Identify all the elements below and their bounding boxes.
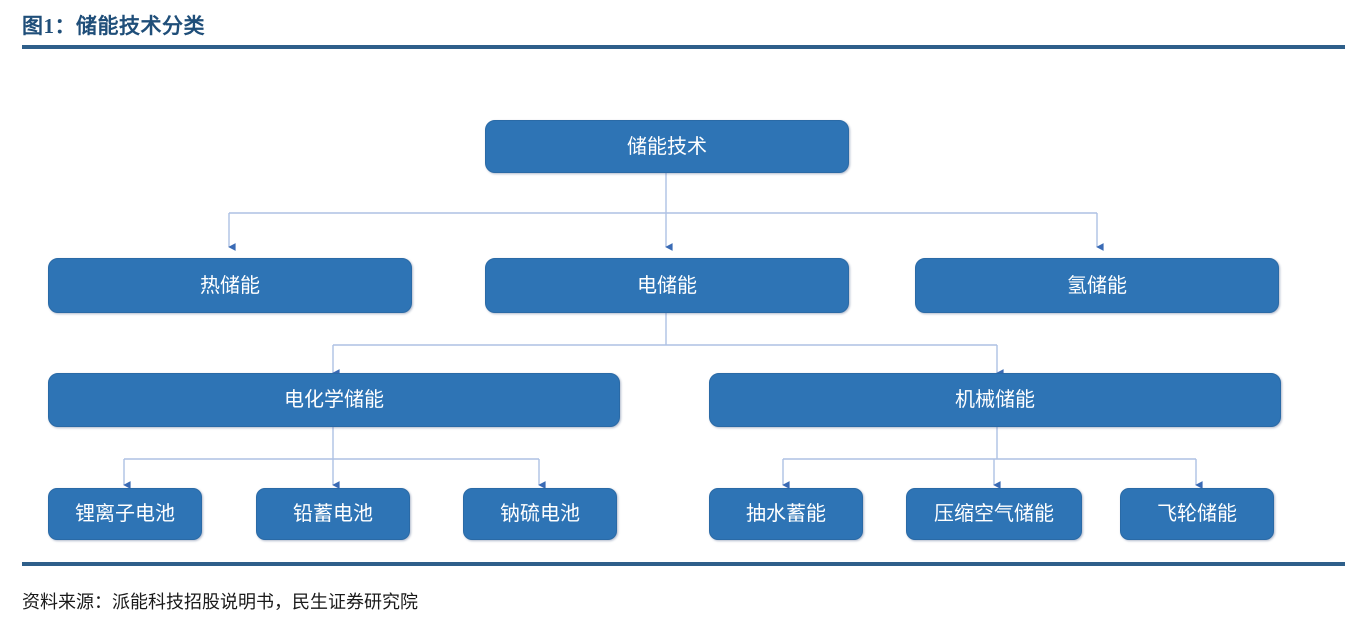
node-label: 钠硫电池 <box>500 503 580 525</box>
node-label: 机械储能 <box>955 389 1035 411</box>
source-note: 资料来源：派能科技招股说明书，民生证券研究院 <box>22 592 418 612</box>
node-label: 飞轮储能 <box>1157 503 1237 525</box>
node-mechanical-storage[interactable]: 机械储能 <box>709 373 1281 427</box>
node-lithium-ion-battery[interactable]: 锂离子电池 <box>48 488 202 540</box>
node-label: 电储能 <box>637 274 697 297</box>
node-label: 氢储能 <box>1067 274 1127 297</box>
node-label: 压缩空气储能 <box>934 503 1054 525</box>
node-compressed-air-storage[interactable]: 压缩空气储能 <box>906 488 1082 540</box>
node-label: 储能技术 <box>627 135 707 158</box>
node-lead-acid-battery[interactable]: 铅蓄电池 <box>256 488 410 540</box>
node-electrical-storage[interactable]: 电储能 <box>485 258 849 313</box>
node-sodium-sulfur-battery[interactable]: 钠硫电池 <box>463 488 617 540</box>
node-thermal-storage[interactable]: 热储能 <box>48 258 412 313</box>
node-label: 电化学储能 <box>284 389 384 411</box>
node-label: 热储能 <box>200 274 260 297</box>
node-root-storage-technology[interactable]: 储能技术 <box>485 120 849 173</box>
figure-title: 图1：储能技术分类 <box>22 14 205 38</box>
storage-technology-tree-diagram: 储能技术 热储能 电储能 氢储能 电化学储能 机械储能 锂离子电池 铅蓄电池 钠… <box>0 55 1366 555</box>
node-pumped-hydro-storage[interactable]: 抽水蓄能 <box>709 488 863 540</box>
node-electrochemical-storage[interactable]: 电化学储能 <box>48 373 620 427</box>
node-label: 锂离子电池 <box>75 503 175 525</box>
source-divider-rule <box>22 562 1345 566</box>
node-hydrogen-storage[interactable]: 氢储能 <box>915 258 1279 313</box>
node-label: 抽水蓄能 <box>746 503 826 525</box>
title-divider-rule <box>22 45 1345 49</box>
node-label: 铅蓄电池 <box>293 503 373 525</box>
node-flywheel-storage[interactable]: 飞轮储能 <box>1120 488 1274 540</box>
